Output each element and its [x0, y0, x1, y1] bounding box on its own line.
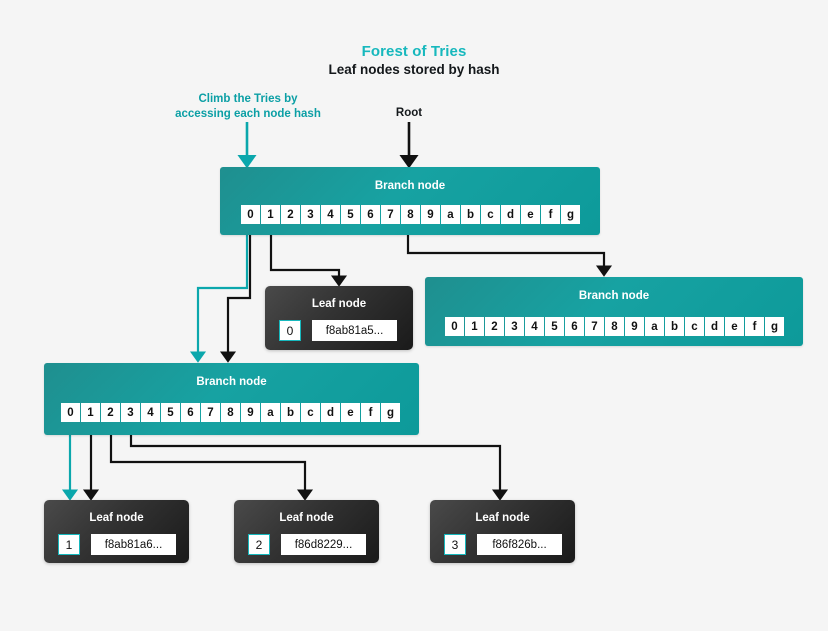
leaf-node-0-index[interactable]: 0 — [279, 320, 301, 341]
branch-right-cell-5[interactable]: 5 — [545, 317, 564, 336]
branch-left-cell-2[interactable]: 2 — [101, 403, 120, 422]
leaf-node-2-hash[interactable]: f86d8229... — [281, 534, 366, 555]
branch-right-cell-6[interactable]: 6 — [565, 317, 584, 336]
branch-root-cell-f[interactable]: f — [541, 205, 560, 224]
branch-left-cell-1[interactable]: 1 — [81, 403, 100, 422]
branch-left-cells: 0 1 2 3 4 5 6 7 8 9 a b c d e f g — [61, 403, 400, 422]
annotation-root: Root — [395, 107, 423, 119]
branch-left-cell-3[interactable]: 3 — [121, 403, 140, 422]
branch-left-cell-b[interactable]: b — [281, 403, 300, 422]
branch-left-cell-9[interactable]: 9 — [241, 403, 260, 422]
branch-root-cell-1[interactable]: 1 — [261, 205, 280, 224]
branch-left-cell-8[interactable]: 8 — [221, 403, 240, 422]
leaf-node-label: Leaf node — [475, 512, 530, 524]
branch-root-cell-c[interactable]: c — [481, 205, 500, 224]
branch-right-cell-8[interactable]: 8 — [605, 317, 624, 336]
leaf-node-2-index[interactable]: 2 — [248, 534, 270, 555]
branch-root-cell-7[interactable]: 7 — [381, 205, 400, 224]
leaf-node-label: Leaf node — [279, 512, 334, 524]
leaf-node-0[interactable]: Leaf node 0 f8ab81a5... — [265, 286, 413, 350]
branch-left-cell-a[interactable]: a — [261, 403, 280, 422]
branch-left-cell-c[interactable]: c — [301, 403, 320, 422]
branch-right-cell-2[interactable]: 2 — [485, 317, 504, 336]
branch-left-cell-e[interactable]: e — [341, 403, 360, 422]
branch-root-cell-8[interactable]: 8 — [401, 205, 420, 224]
branch-right-cell-3[interactable]: 3 — [505, 317, 524, 336]
leaf-node-3-index[interactable]: 3 — [444, 534, 466, 555]
leaf-node-1[interactable]: Leaf node 1 f8ab81a6... — [44, 500, 189, 563]
leaf-node-1-hash[interactable]: f8ab81a6... — [91, 534, 176, 555]
branch-right-cell-9[interactable]: 9 — [625, 317, 644, 336]
branch-root-cells: 0 1 2 3 4 5 6 7 8 9 a b c d e f g — [241, 205, 580, 224]
leaf-node-3-hash[interactable]: f86f826b... — [477, 534, 562, 555]
branch-root-cell-g[interactable]: g — [561, 205, 580, 224]
branch-node-root[interactable]: Branch node 0 1 2 3 4 5 6 7 8 9 a b c d … — [220, 167, 600, 235]
branch-root-cell-d[interactable]: d — [501, 205, 520, 224]
leaf-node-1-index[interactable]: 1 — [58, 534, 80, 555]
leaf-node-2[interactable]: Leaf node 2 f86d8229... — [234, 500, 379, 563]
branch-left-cell-g[interactable]: g — [381, 403, 400, 422]
branch-right-cell-g[interactable]: g — [765, 317, 784, 336]
branch-node-label: Branch node — [374, 180, 446, 192]
branch-root-cell-2[interactable]: 2 — [281, 205, 300, 224]
branch-right-cell-7[interactable]: 7 — [585, 317, 604, 336]
leaf-node-label: Leaf node — [311, 298, 367, 310]
annotation-climb-the-tries: Climb the Tries by accessing each node h… — [175, 93, 321, 120]
page-title: Forest of Tries — [361, 43, 467, 60]
branch-right-cell-0[interactable]: 0 — [445, 317, 464, 336]
branch-root-cell-6[interactable]: 6 — [361, 205, 380, 224]
leaf-node-0-row: 0 f8ab81a5... — [279, 320, 397, 341]
leaf-node-2-row: 2 f86d8229... — [248, 534, 366, 555]
branch-right-cell-f[interactable]: f — [745, 317, 764, 336]
page-subtitle: Leaf nodes stored by hash — [328, 62, 500, 77]
branch-left-cell-6[interactable]: 6 — [181, 403, 200, 422]
branch-left-cell-4[interactable]: 4 — [141, 403, 160, 422]
branch-right-cell-a[interactable]: a — [645, 317, 664, 336]
branch-left-cell-0[interactable]: 0 — [61, 403, 80, 422]
branch-right-cell-1[interactable]: 1 — [465, 317, 484, 336]
branch-node-label: Branch node — [578, 290, 650, 302]
leaf-node-label: Leaf node — [89, 512, 144, 524]
leaf-node-0-hash[interactable]: f8ab81a5... — [312, 320, 397, 341]
branch-root-cell-5[interactable]: 5 — [341, 205, 360, 224]
branch-left-cell-d[interactable]: d — [321, 403, 340, 422]
branch-left-cell-f[interactable]: f — [361, 403, 380, 422]
branch-right-cells: 0 1 2 3 4 5 6 7 8 9 a b c d e f g — [445, 317, 784, 336]
branch-right-cell-d[interactable]: d — [705, 317, 724, 336]
branch-node-left[interactable]: Branch node 0 1 2 3 4 5 6 7 8 9 a b c d … — [44, 363, 419, 435]
branch-left-cell-7[interactable]: 7 — [201, 403, 220, 422]
branch-right-cell-e[interactable]: e — [725, 317, 744, 336]
leaf-node-3[interactable]: Leaf node 3 f86f826b... — [430, 500, 575, 563]
leaf-node-1-row: 1 f8ab81a6... — [58, 534, 176, 555]
branch-right-cell-b[interactable]: b — [665, 317, 684, 336]
leaf-node-3-row: 3 f86f826b... — [444, 534, 562, 555]
branch-root-cell-3[interactable]: 3 — [301, 205, 320, 224]
branch-right-cell-4[interactable]: 4 — [525, 317, 544, 336]
branch-root-cell-e[interactable]: e — [521, 205, 540, 224]
branch-node-label: Branch node — [196, 376, 267, 388]
branch-node-right[interactable]: Branch node 0 1 2 3 4 5 6 7 8 9 a b c d … — [425, 277, 803, 346]
branch-root-cell-9[interactable]: 9 — [421, 205, 440, 224]
branch-root-cell-0[interactable]: 0 — [241, 205, 260, 224]
branch-root-cell-b[interactable]: b — [461, 205, 480, 224]
branch-root-cell-4[interactable]: 4 — [321, 205, 340, 224]
branch-right-cell-c[interactable]: c — [685, 317, 704, 336]
branch-root-cell-a[interactable]: a — [441, 205, 460, 224]
branch-left-cell-5[interactable]: 5 — [161, 403, 180, 422]
